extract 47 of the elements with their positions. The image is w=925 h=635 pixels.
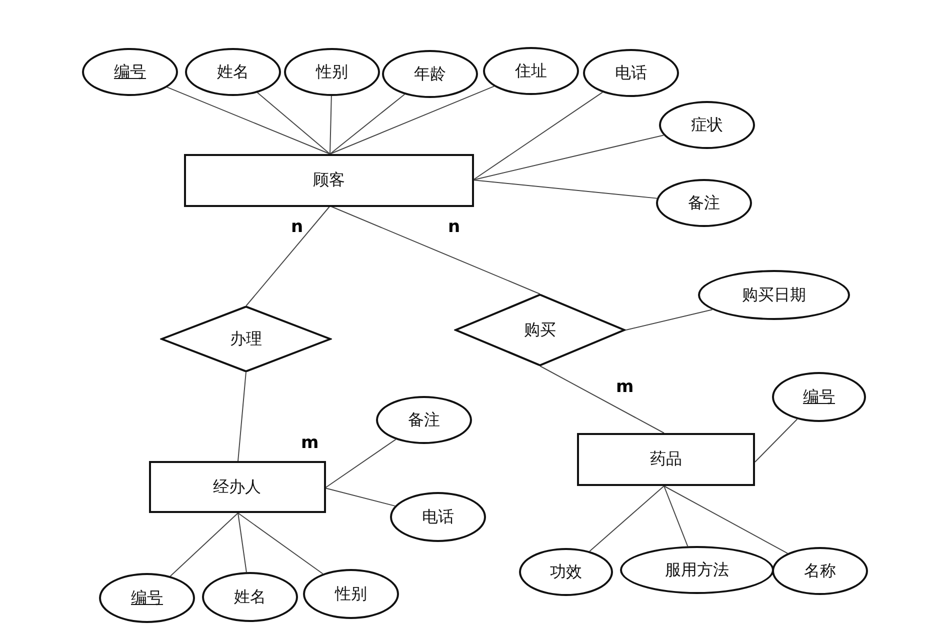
attribute-ellipse: 功效 — [519, 548, 613, 596]
attribute-ellipse: 姓名 — [202, 572, 298, 622]
attribute-ellipse: 服用方法 — [620, 546, 774, 594]
attribute-ellipse: 编号 — [99, 573, 195, 623]
attribute-ellipse: 购买日期 — [698, 270, 850, 320]
connector-line — [324, 488, 396, 506]
entity-box: 药品 — [577, 432, 755, 486]
attribute-ellipse: 备注 — [656, 179, 752, 227]
attribute-ellipse: 电话 — [390, 492, 486, 542]
attribute-ellipse: 名称 — [772, 547, 868, 595]
attribute-ellipse: 住址 — [483, 47, 579, 95]
cardinality-label: m — [616, 377, 634, 397]
connector-line — [540, 366, 664, 434]
connector-line — [166, 86, 330, 154]
attribute-ellipse: 性别 — [284, 48, 380, 96]
connector-line — [330, 96, 332, 154]
connector-line — [238, 372, 246, 462]
relationship-diamond: 办理 — [160, 306, 332, 372]
connector-line — [330, 86, 494, 154]
connector-line — [256, 92, 330, 154]
connector-line — [246, 206, 330, 306]
cardinality-label: m — [301, 433, 319, 453]
connector-line — [664, 486, 788, 554]
attribute-ellipse: 性别 — [303, 569, 399, 619]
cardinality-label: n — [448, 217, 460, 237]
attribute-ellipse: 编号 — [82, 48, 178, 96]
connector-line — [330, 206, 540, 294]
connector-line — [324, 438, 396, 488]
attribute-ellipse: 编号 — [772, 372, 866, 422]
entity-box: 顾客 — [184, 154, 474, 206]
attribute-ellipse: 电话 — [583, 49, 679, 97]
connector-line — [589, 486, 664, 552]
connector-line — [238, 512, 247, 573]
connector-line — [626, 309, 713, 330]
relationship-diamond: 购买 — [454, 294, 626, 366]
connector-line — [170, 512, 238, 577]
attribute-ellipse: 姓名 — [185, 48, 281, 96]
entity-box: 经办人 — [148, 461, 326, 513]
attribute-ellipse: 备注 — [376, 396, 472, 444]
connector-line — [472, 180, 658, 199]
attribute-ellipse: 症状 — [659, 101, 755, 149]
attribute-ellipse: 年龄 — [382, 50, 478, 98]
connector-line — [664, 486, 688, 547]
connector-line — [238, 512, 324, 574]
connector-line — [330, 94, 406, 154]
cardinality-label: n — [291, 217, 304, 237]
connector-line — [472, 92, 603, 180]
